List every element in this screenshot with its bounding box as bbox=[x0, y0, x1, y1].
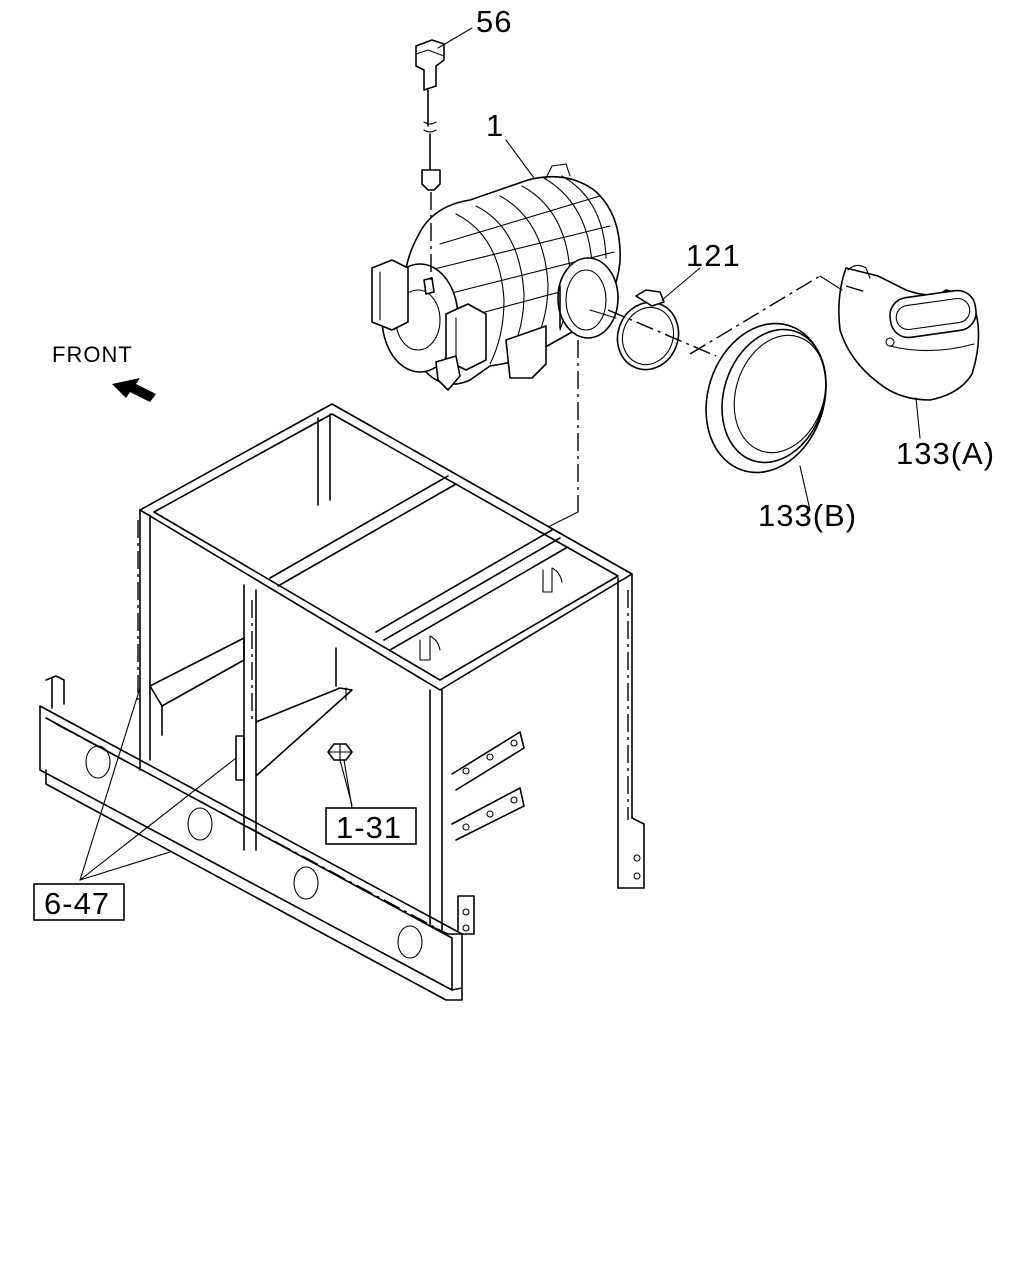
callout-box-6-47 bbox=[33, 883, 125, 921]
front-label: FRONT bbox=[52, 342, 133, 367]
callout-56: 56 bbox=[476, 4, 512, 39]
front-arrow-icon bbox=[112, 378, 156, 402]
intake-duct-a bbox=[838, 264, 980, 401]
assembly-line-duct-tail bbox=[819, 275, 843, 291]
callout-1: 1 bbox=[486, 108, 504, 143]
flange-nut bbox=[327, 743, 353, 806]
callout-6-47: 6-47 bbox=[44, 886, 110, 921]
sensor-connector bbox=[415, 39, 445, 280]
callout-1-31: 1-31 bbox=[336, 810, 402, 845]
callout-leaders bbox=[79, 27, 921, 881]
callout-box-1-31 bbox=[325, 807, 417, 845]
air-cleaner-assembly bbox=[371, 163, 621, 527]
callout-133b: 133(B) bbox=[758, 498, 857, 533]
assembly-line-duct-end bbox=[845, 285, 867, 293]
hose-clamp bbox=[589, 289, 680, 371]
intake-cap-b bbox=[705, 322, 827, 474]
mounting-frame bbox=[137, 403, 645, 935]
callout-121: 121 bbox=[686, 238, 741, 273]
assembly-line-cap-duct bbox=[689, 275, 821, 355]
callout-133a: 133(A) bbox=[896, 436, 995, 471]
chassis-rail bbox=[39, 675, 463, 1001]
assembly-line-clamp-cap bbox=[607, 309, 717, 357]
